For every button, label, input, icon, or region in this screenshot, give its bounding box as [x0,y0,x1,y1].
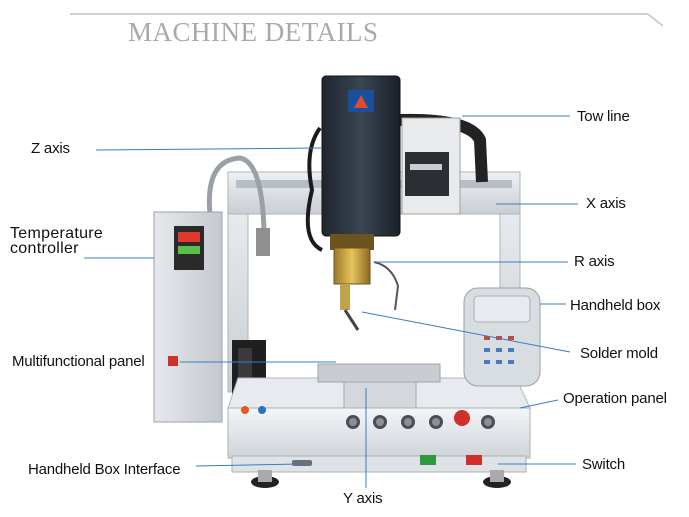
label-x-axis: X axis [586,195,626,212]
label-z-axis: Z axis [31,140,70,157]
label-temperature-line2: controller [10,240,79,257]
switch-red [466,455,482,465]
label-operation-panel: Operation panel [563,390,667,407]
operation-panel-buttons [346,410,495,429]
handheld-box-interface-port [292,460,312,466]
label-tow-line: Tow line [577,108,630,125]
label-solder-mold: Solder mold [580,345,658,362]
r-axis-rotator [333,247,371,285]
work-table [317,363,441,383]
label-temperature-line1: Temperature [10,225,104,242]
label-temperature-controller: Temperature controller [10,225,104,257]
label-r-axis: R axis [574,253,615,270]
label-multifunctional-panel: Multifunctional panel [12,353,145,370]
label-handheld-box: Handheld box [570,297,661,314]
page-title: MACHINE DETAILS [128,17,379,47]
switch-green [420,455,436,465]
label-handheld-box-interface: Handheld Box Interface [28,461,181,478]
label-switch: Switch [582,456,625,473]
label-y-axis: Y axis [343,490,383,507]
gooseneck-tube [206,155,267,231]
leader-lines [84,115,578,488]
title-rule-decoration [70,13,664,27]
